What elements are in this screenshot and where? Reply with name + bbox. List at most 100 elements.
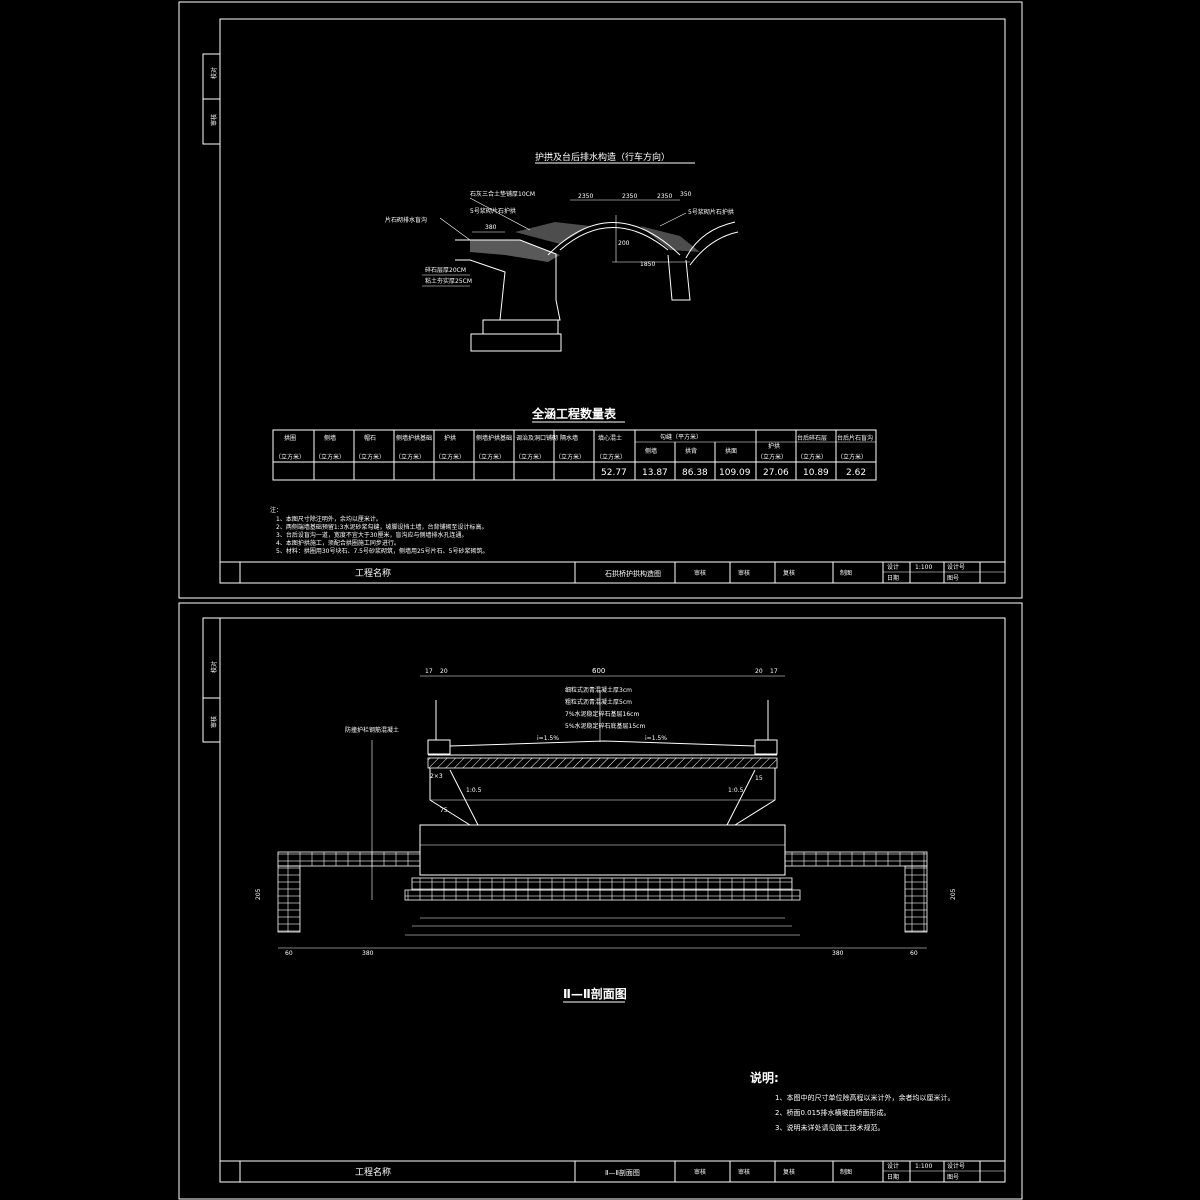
svg-text:17: 17 (770, 668, 778, 675)
svg-text:设计: 设计 (887, 1162, 899, 1170)
val-2: 86.38 (682, 468, 708, 478)
th-3: 侧墙护拱基础 (396, 434, 432, 442)
label-drain-ditch: 片石砌排水盲沟 (385, 216, 427, 224)
label-note-c: 5号浆砌片石护拱 (688, 208, 734, 216)
tab-review: 审核 (210, 114, 218, 126)
svg-text:（立方米）: （立方米） (596, 453, 626, 461)
svg-text:3、说明未详处请见施工技术规范。: 3、说明未详处请见施工技术规范。 (775, 1123, 884, 1132)
val-0: 52.77 (601, 468, 627, 478)
svg-text:制图: 制图 (840, 569, 852, 577)
svg-text:设计: 设计 (887, 563, 899, 571)
svg-text:7%水泥稳定碎石基层16cm: 7%水泥稳定碎石基层16cm (565, 710, 639, 718)
svg-text:日期: 日期 (887, 1173, 899, 1181)
sheet-2: 校对 审核 600 17 20 20 17 细粒式沥青混凝土厚3cm 粗粒式沥青… (178, 597, 1023, 1200)
th-10: 护拱 (768, 442, 780, 450)
svg-text:（立方米）: （立方米） (395, 453, 425, 461)
svg-text:17: 17 (425, 668, 433, 675)
svg-text:1:100: 1:100 (915, 564, 932, 571)
titleblock-1: 工程名称 石拱桥护拱构造图 审核 审核 复核 制图 设计 日期 1:100 设计… (220, 561, 1005, 583)
svg-text:审核: 审核 (738, 1168, 750, 1176)
tab-check-2: 校对 (210, 661, 218, 673)
svg-text:1、本图中的尺寸单位除高程以米计外，余者均以厘米计。: 1、本图中的尺寸单位除高程以米计外，余者均以厘米计。 (775, 1093, 954, 1102)
val-3: 109.09 (719, 468, 751, 478)
tab-review-2: 审核 (210, 716, 218, 728)
slope-left: i=1.5% (537, 735, 559, 742)
unit-row: （立方米） （立方米） （立方米） （立方米） （立方米） （立方米） （立方米… (275, 453, 867, 461)
th-9: 勾缝（平方米） (660, 433, 702, 441)
th-5: 侧墙护拱基础 (476, 434, 512, 442)
arch-figure: 2350 2350 2350 350 200 1850 380 片石砌排水盲沟 … (385, 190, 739, 352)
quantity-table: 拱圈 侧墙 帽石 侧墙护拱基础 护拱 侧墙护拱基础 调治及洞口铺砌 隔水墙 填心… (272, 429, 877, 481)
th-0: 拱圈 (284, 434, 296, 442)
dim-2350-a: 2350 (578, 193, 593, 200)
svg-text:1:0.5: 1:0.5 (728, 787, 744, 794)
svg-text:制图: 制图 (840, 1168, 852, 1176)
svg-text:审核: 审核 (738, 569, 750, 577)
svg-text:图号: 图号 (947, 1174, 959, 1181)
svg-text:5、材料：拱圈用30号块石、7.5号砂浆砌筑，侧墙用25号片: 5、材料：拱圈用30号块石、7.5号砂浆砌筑，侧墙用25号片石、5号砂浆砌筑。 (276, 547, 488, 555)
svg-text:审核: 审核 (694, 569, 706, 577)
svg-text:日期: 日期 (887, 574, 899, 582)
svg-text:（立方米）: （立方米） (475, 453, 505, 461)
svg-text:（立方米）: （立方米） (757, 453, 787, 461)
dim-span: 1850 (640, 261, 655, 268)
th-1: 侧墙 (324, 434, 336, 442)
svg-text:2、两侧端墙基础预留1:3水泥砂浆勾缝，坡脚设挡土墙，台背铺: 2、两侧端墙基础预留1:3水泥砂浆勾缝，坡脚设挡土墙，台背铺砌至设计标高。 (276, 523, 487, 531)
svg-text:Ⅱ—Ⅱ剖面图: Ⅱ—Ⅱ剖面图 (605, 1168, 640, 1177)
val-4: 27.06 (763, 468, 789, 478)
svg-text:5%水泥稳定碎石底基层15cm: 5%水泥稳定碎石底基层15cm (565, 722, 645, 730)
th-sub-2: 拱面 (725, 447, 737, 455)
dim-2350-c: 2350 (657, 193, 672, 200)
svg-text:工程名称: 工程名称 (355, 1166, 391, 1178)
arch-title: 护拱及台后排水构造（行车方向） (535, 151, 670, 163)
label-sand: 粘土夯实厚25CM (425, 277, 472, 285)
dim-380: 380 (485, 224, 497, 231)
svg-text:复核: 复核 (783, 569, 795, 577)
svg-text:（立方米）: （立方米） (435, 453, 465, 461)
svg-text:1、本图尺寸除注明外，余均以厘米计。: 1、本图尺寸除注明外，余均以厘米计。 (276, 515, 382, 523)
sheet-1: 校对 审核 护拱及台后排水构造（行车方向） 2350 2350 (178, 1, 1023, 599)
svg-text:60: 60 (285, 950, 293, 957)
dim-350: 350 (680, 191, 692, 198)
svg-text:1:0.5: 1:0.5 (466, 787, 482, 794)
cross-section: 600 17 20 20 17 细粒式沥青混凝土厚3cm 粗粒式沥青混凝土厚5c… (255, 667, 957, 957)
notes-1: 注： 1、本图尺寸除注明外，余均以厘米计。 2、两侧端墙基础预留1:3水泥砂浆勾… (270, 506, 488, 555)
dim-rise: 200 (618, 240, 630, 247)
th-4: 护拱 (444, 434, 456, 442)
th-2: 帽石 (364, 434, 376, 442)
label-pave: 碎石层厚20CM (425, 266, 466, 274)
svg-text:说明:: 说明: (750, 1070, 779, 1085)
svg-text:设计号: 设计号 (947, 1162, 965, 1170)
tab-check: 校对 (210, 67, 218, 79)
section-title: Ⅱ—Ⅱ剖面图 (563, 986, 627, 1001)
svg-text:1:100: 1:100 (915, 1163, 932, 1170)
svg-text:4、本图护拱施工，须配合拱圈施工同步进行。: 4、本图护拱施工，须配合拱圈施工同步进行。 (276, 539, 400, 547)
val-6: 2.62 (846, 468, 866, 478)
label-guardrail: 防撞护栏钢筋混凝土 (345, 726, 399, 734)
svg-text:（立方米）: （立方米） (315, 453, 345, 461)
svg-text:图号: 图号 (947, 575, 959, 582)
table-title: 全涵工程数量表 (531, 406, 617, 421)
svg-text:15: 15 (755, 775, 763, 782)
svg-text:粗粒式沥青混凝土厚5cm: 粗粒式沥青混凝土厚5cm (565, 698, 632, 706)
label-note-a: 石灰三合土垫铺厚10CM (470, 190, 535, 198)
dim-2350-b: 2350 (622, 193, 637, 200)
svg-text:2×3: 2×3 (430, 773, 443, 780)
svg-text:205: 205 (255, 888, 262, 900)
svg-text:复核: 复核 (783, 1168, 795, 1176)
label-note-b: 5号浆砌片石护拱 (470, 207, 516, 215)
svg-text:380: 380 (362, 950, 374, 957)
svg-text:（立方米）: （立方米） (555, 453, 585, 461)
svg-text:（立方米）: （立方米） (515, 453, 545, 461)
slope-right: i=1.5% (645, 735, 667, 742)
svg-text:75: 75 (440, 807, 448, 814)
svg-text:（立方米）: （立方米） (355, 453, 385, 461)
svg-text:设计号: 设计号 (947, 563, 965, 571)
svg-text:205: 205 (950, 888, 957, 900)
svg-text:注：: 注： (270, 506, 282, 514)
svg-text:2、桥面0.015排水横坡由桥面形成。: 2、桥面0.015排水横坡由桥面形成。 (775, 1108, 891, 1117)
th-sub-1: 拱背 (685, 447, 697, 455)
th-sub-0: 侧墙 (645, 447, 657, 455)
svg-text:细粒式沥青混凝土厚3cm: 细粒式沥青混凝土厚3cm (565, 686, 632, 694)
